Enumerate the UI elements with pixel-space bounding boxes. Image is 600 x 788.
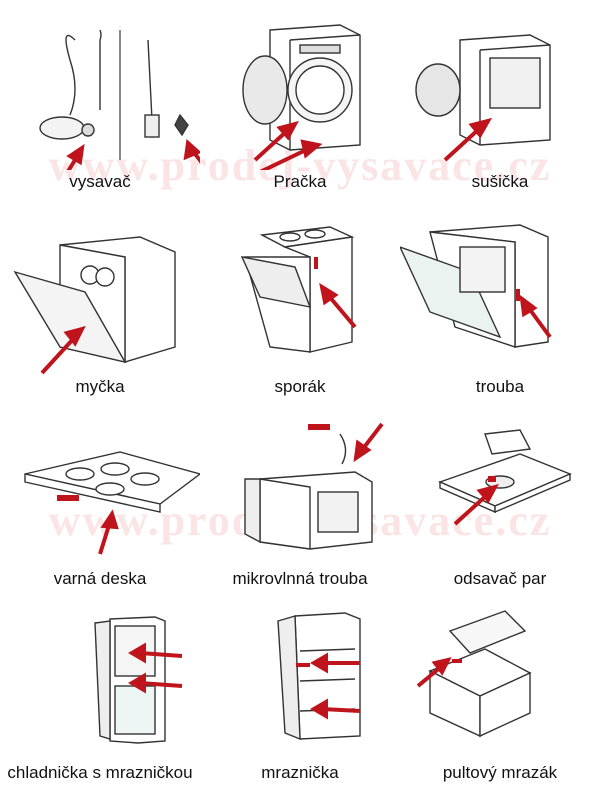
appliance-label: mikrovlnná trouba	[232, 569, 368, 588]
appliance-card-microwave: mikrovlnná trouba	[200, 394, 400, 591]
appliance-card-range-hood: odsavač par	[400, 394, 600, 591]
appliance-card-dryer: sušička	[400, 0, 600, 197]
dishwasher-icon	[13, 236, 176, 375]
freezer-icon	[277, 612, 361, 741]
appliance-card-dishwasher: myčka	[0, 197, 200, 396]
appliance-label: myčka	[75, 377, 125, 396]
appliance-card-chest-freezer: pultový mrazák	[400, 591, 600, 788]
appliance-label: pultový mrazák	[442, 763, 558, 782]
chest-freezer-icon	[416, 610, 532, 738]
appliance-card-stove: sporák	[200, 197, 400, 396]
appliance-card-oven: trouba	[400, 197, 600, 396]
appliance-label: trouba	[475, 377, 525, 396]
appliance-card-hob: varná deska	[0, 394, 200, 591]
dryer-icon	[415, 34, 551, 162]
appliance-card-vacuum: vysavač	[0, 0, 200, 197]
oven-icon	[400, 224, 552, 348]
hob-icon	[24, 451, 200, 555]
range-hood-icon	[438, 429, 572, 526]
appliance-card-fridge-freezer: chladnička s mrazničkou	[0, 591, 200, 788]
appliance-label: sušička	[471, 172, 529, 191]
fridge-freezer-icon	[94, 616, 183, 744]
microwave-icon	[244, 422, 384, 550]
stove-icon	[240, 226, 357, 353]
washing-machine-icon	[242, 24, 361, 170]
appliance-label: mraznička	[261, 763, 339, 782]
appliance-label: odsavač par	[453, 569, 547, 588]
vacuum-cleaner-icon	[39, 29, 200, 170]
appliance-label: vysavač	[69, 172, 131, 191]
appliance-label: sporák	[274, 377, 326, 396]
appliance-card-washing-machine: Pračka	[200, 0, 400, 197]
appliance-card-freezer: mraznička	[200, 591, 400, 788]
appliance-label: chladnička s mrazničkou	[7, 763, 193, 782]
appliance-label: Pračka	[273, 172, 327, 191]
appliance-label: varná deska	[53, 569, 147, 588]
